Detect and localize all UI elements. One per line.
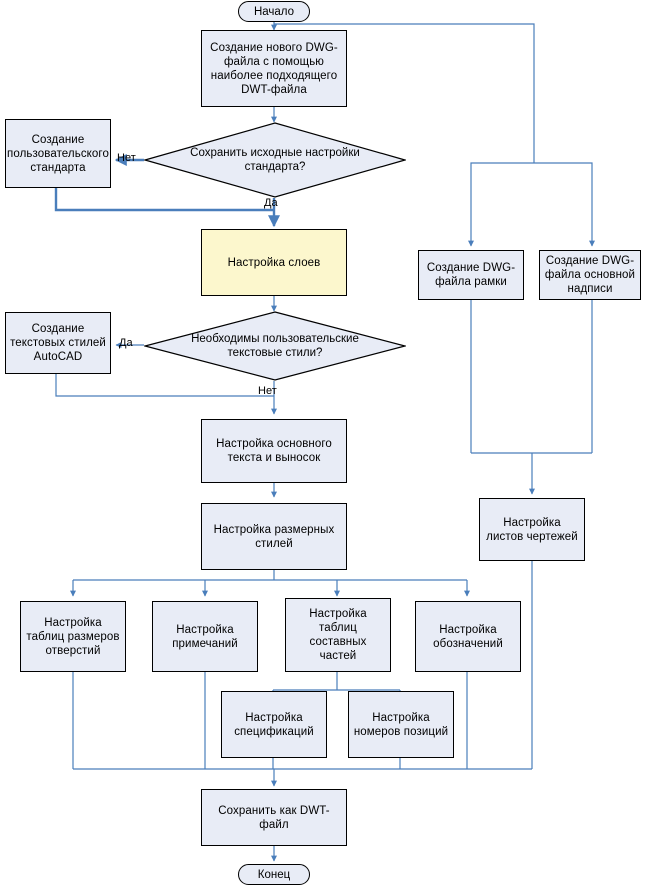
node-save-as-dwt-label: Сохранить как DWT-файл — [218, 804, 330, 831]
node-notes-setup[interactable]: Настройка примечаний — [152, 601, 258, 672]
node-layer-setup-label: Настройка слоев — [227, 256, 321, 269]
node-dimension-styles-setup-label: Настройка размерных стилей — [213, 523, 335, 550]
node-start-label: Начало — [253, 5, 295, 18]
node-balloon-numbers-setup-label: Настройка номеров позиций — [353, 711, 449, 738]
edge-label-no-text-styles-text: Нет — [258, 385, 277, 397]
edge-label-yes-standard: Да — [264, 197, 278, 209]
node-symbols-setup[interactable]: Настройка обозначений — [415, 601, 521, 672]
node-create-user-standard-label: Создание пользовательского стандарта — [7, 133, 109, 174]
node-hole-size-tables-setup-label: Настройка таблиц размеров отверстий — [26, 616, 120, 657]
node-create-title-block-dwg[interactable]: Создание DWG-файла основной надписи — [539, 250, 641, 300]
edge-label-yes-text-styles-text: Да — [119, 337, 133, 349]
node-start[interactable]: Начало — [238, 1, 310, 22]
node-need-text-styles-label: Необходимы пользовательские текстовые ст… — [191, 333, 359, 359]
node-main-text-setup-label: Настройка основного текста и выносок — [216, 438, 332, 464]
node-parts-tables-setup-label: Настройка таблиц составных частей — [309, 608, 367, 662]
node-specifications-setup[interactable]: Настройка спецификаций — [221, 691, 327, 758]
node-layer-setup[interactable]: Настройка слоев — [201, 229, 347, 296]
edge-label-no-text-styles: Нет — [258, 385, 277, 397]
node-hole-size-tables-setup[interactable]: Настройка таблиц размеров отверстий — [20, 601, 126, 672]
node-main-text-setup[interactable]: Настройка основного текста и выносок — [201, 419, 347, 483]
node-create-text-styles[interactable]: Создание текстовых стилей AutoCAD — [5, 312, 111, 374]
edge-label-yes-standard-text: Да — [264, 197, 278, 209]
node-save-as-dwt[interactable]: Сохранить как DWT-файл — [201, 789, 347, 846]
diamond-shape — [144, 122, 406, 198]
node-end[interactable]: Конец — [238, 864, 310, 885]
edge-label-no-standard-text: Нет — [117, 152, 136, 164]
edge-label-no-standard: Нет — [117, 152, 136, 164]
node-create-frame-dwg[interactable]: Создание DWG-файла рамки — [418, 250, 524, 300]
edge-label-yes-text-styles: Да — [119, 337, 133, 349]
node-balloon-numbers-setup[interactable]: Настройка номеров позиций — [348, 691, 454, 758]
node-drawing-sheets-setup-label: Настройка листов чертежей — [486, 516, 578, 543]
node-end-label: Конец — [257, 868, 291, 881]
node-create-frame-dwg-label: Создание DWG-файла рамки — [426, 262, 516, 288]
node-create-user-standard[interactable]: Создание пользовательского стандарта — [5, 119, 111, 188]
node-create-new-dwg[interactable]: Создание нового DWG-файла с помощью наиб… — [201, 30, 347, 107]
node-notes-setup-label: Настройка примечаний — [172, 623, 238, 650]
node-need-text-styles-decision[interactable]: Необходимы пользовательские текстовые ст… — [144, 311, 406, 381]
node-keep-standard-label: Сохранить исходные настройки стандарта? — [190, 147, 360, 173]
node-create-title-block-dwg-label: Создание DWG-файла основной надписи — [544, 255, 636, 295]
node-create-text-styles-label: Создание текстовых стилей AutoCAD — [10, 323, 106, 363]
node-parts-tables-setup[interactable]: Настройка таблиц составных частей — [285, 598, 391, 672]
node-keep-standard-decision[interactable]: Сохранить исходные настройки стандарта? — [144, 122, 406, 198]
node-drawing-sheets-setup[interactable]: Настройка листов чертежей — [479, 498, 585, 561]
node-specifications-setup-label: Настройка спецификаций — [234, 711, 314, 738]
diamond-shape — [144, 311, 406, 381]
node-create-new-dwg-label: Создание нового DWG-файла с помощью наиб… — [210, 41, 338, 96]
node-symbols-setup-label: Настройка обозначений — [433, 623, 503, 650]
node-dimension-styles-setup[interactable]: Настройка размерных стилей — [201, 503, 347, 570]
